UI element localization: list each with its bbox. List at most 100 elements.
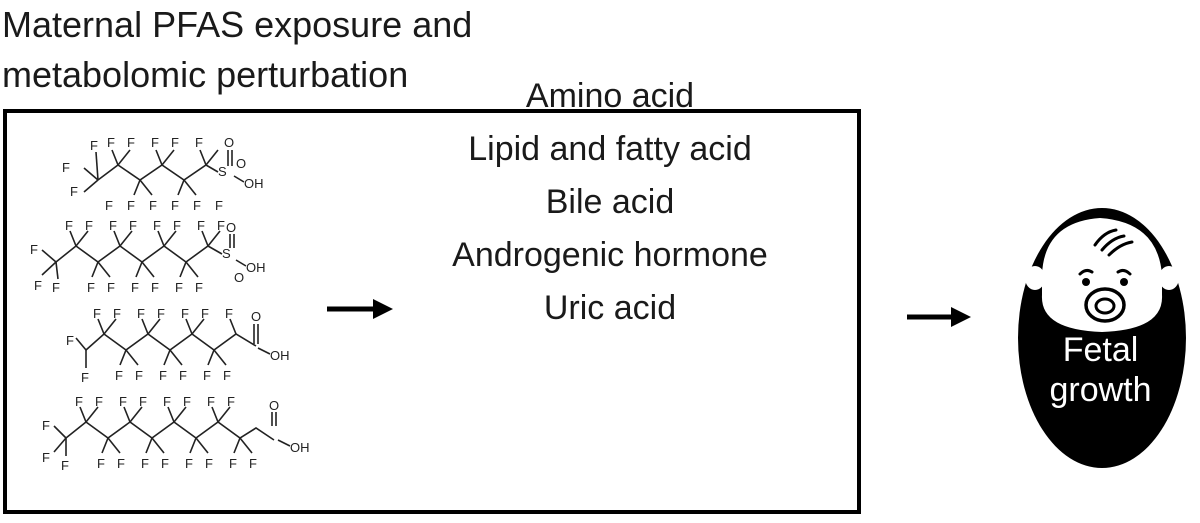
svg-text:F: F xyxy=(161,456,169,471)
svg-text:F: F xyxy=(107,135,115,150)
svg-text:F: F xyxy=(85,218,93,233)
svg-text:F: F xyxy=(201,306,209,321)
right-arrow-icon xyxy=(907,307,971,327)
svg-text:F: F xyxy=(205,456,213,471)
svg-text:O: O xyxy=(234,270,244,285)
svg-text:F: F xyxy=(159,368,167,383)
svg-text:F: F xyxy=(141,456,149,471)
svg-text:F: F xyxy=(197,218,205,233)
svg-text:F: F xyxy=(163,394,171,409)
metabolite-list: Amino acid Lipid and fatty acid Bile aci… xyxy=(410,70,810,335)
svg-text:F: F xyxy=(52,280,60,295)
svg-text:F: F xyxy=(42,450,50,465)
svg-text:F: F xyxy=(87,280,95,295)
svg-text:O: O xyxy=(269,398,279,413)
metabolite-androgenic-hormone: Androgenic hormone xyxy=(452,236,768,274)
pfhxs-chain xyxy=(97,164,219,181)
svg-text:F: F xyxy=(217,218,225,233)
svg-text:F: F xyxy=(95,394,103,409)
svg-text:F: F xyxy=(223,368,231,383)
svg-text:F: F xyxy=(215,198,223,213)
svg-text:F: F xyxy=(175,280,183,295)
metabolite-bile-acid: Bile acid xyxy=(545,183,675,221)
svg-text:F: F xyxy=(113,306,121,321)
metabolite-uric-acid: Uric acid xyxy=(543,289,677,327)
svg-text:F: F xyxy=(227,394,235,409)
pfna-chain xyxy=(65,420,275,441)
svg-text:O: O xyxy=(226,220,236,235)
fetal-growth-line-1: Fetal xyxy=(1062,331,1139,369)
title-line-1: Maternal PFAS exposure and xyxy=(2,4,473,45)
svg-text:F: F xyxy=(117,456,125,471)
svg-text:F: F xyxy=(185,456,193,471)
svg-text:F: F xyxy=(93,306,101,321)
svg-text:F: F xyxy=(70,184,78,199)
svg-text:F: F xyxy=(119,394,127,409)
svg-text:F: F xyxy=(66,333,74,348)
svg-text:O: O xyxy=(224,135,234,150)
svg-text:F: F xyxy=(65,218,73,233)
svg-text:F: F xyxy=(181,306,189,321)
svg-text:S: S xyxy=(218,164,227,179)
pfoa-chain xyxy=(85,332,257,351)
svg-text:F: F xyxy=(42,418,50,433)
svg-text:F: F xyxy=(139,394,147,409)
svg-text:F: F xyxy=(229,456,237,471)
svg-text:F: F xyxy=(97,456,105,471)
svg-text:F: F xyxy=(90,138,98,153)
svg-text:OH: OH xyxy=(270,348,290,363)
svg-text:O: O xyxy=(236,156,246,171)
svg-text:F: F xyxy=(179,368,187,383)
svg-text:F: F xyxy=(207,394,215,409)
svg-text:F: F xyxy=(151,280,159,295)
svg-text:F: F xyxy=(195,135,203,150)
svg-text:F: F xyxy=(225,306,233,321)
fetus-icon xyxy=(1018,208,1186,468)
svg-text:OH: OH xyxy=(244,176,264,191)
svg-text:F: F xyxy=(34,278,42,293)
exposure-frame xyxy=(3,109,861,514)
svg-text:F: F xyxy=(61,458,69,473)
right-arrow-icon xyxy=(327,299,393,319)
metabolite-amino-acid: Amino acid xyxy=(525,77,695,115)
metabolite-lipid: Lipid and fatty acid xyxy=(468,130,752,168)
svg-text:F: F xyxy=(107,280,115,295)
svg-text:F: F xyxy=(129,218,137,233)
svg-text:OH: OH xyxy=(290,440,310,455)
svg-text:F: F xyxy=(135,368,143,383)
diagram-title: Maternal PFAS exposure and metabolomic p… xyxy=(2,0,472,100)
svg-text:F: F xyxy=(203,368,211,383)
svg-text:F: F xyxy=(30,242,38,257)
svg-text:F: F xyxy=(75,394,83,409)
svg-text:O: O xyxy=(251,309,261,324)
svg-text:F: F xyxy=(127,135,135,150)
svg-text:F: F xyxy=(137,306,145,321)
svg-text:F: F xyxy=(157,306,165,321)
svg-text:F: F xyxy=(127,198,135,213)
svg-text:F: F xyxy=(149,198,157,213)
svg-text:F: F xyxy=(171,198,179,213)
svg-text:F: F xyxy=(173,218,181,233)
svg-text:S: S xyxy=(222,246,231,261)
svg-text:F: F xyxy=(151,135,159,150)
fetal-growth-label: Fetal growth xyxy=(1018,330,1183,410)
svg-text:F: F xyxy=(105,198,113,213)
svg-text:F: F xyxy=(195,280,203,295)
svg-text:F: F xyxy=(131,280,139,295)
svg-text:F: F xyxy=(62,160,70,175)
fetal-growth-line-2: growth xyxy=(1049,371,1152,409)
svg-text:F: F xyxy=(109,218,117,233)
svg-text:OH: OH xyxy=(246,260,266,275)
svg-text:F: F xyxy=(183,394,191,409)
svg-text:F: F xyxy=(115,368,123,383)
svg-text:F: F xyxy=(249,456,257,471)
svg-text:F: F xyxy=(153,218,161,233)
title-line-2: metabolomic perturbation xyxy=(2,54,409,95)
svg-text:F: F xyxy=(171,135,179,150)
svg-text:F: F xyxy=(193,198,201,213)
